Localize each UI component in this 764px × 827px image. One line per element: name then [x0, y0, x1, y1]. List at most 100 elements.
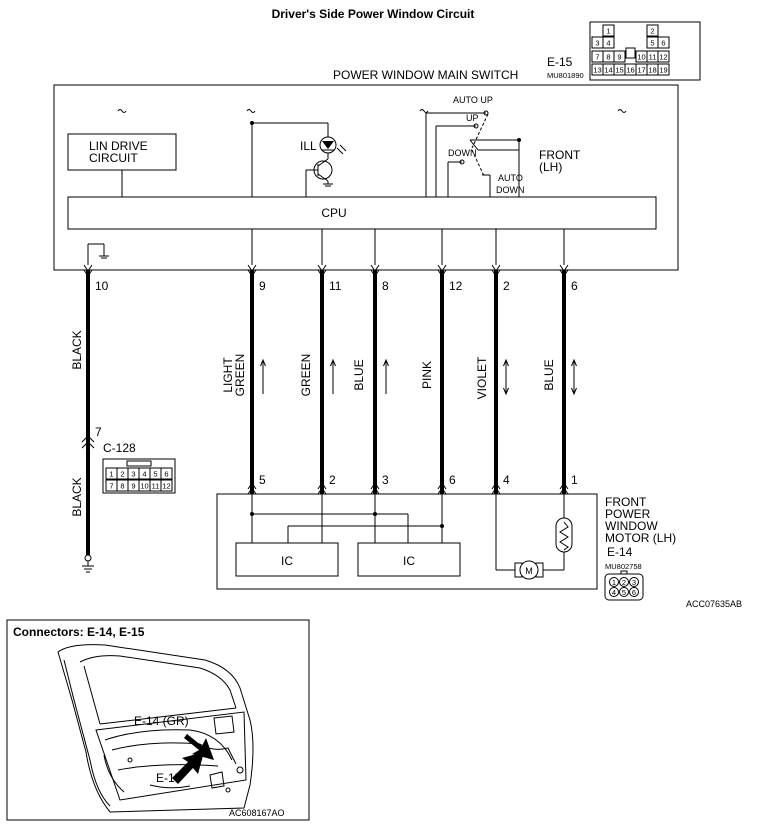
c128-pin-number: 11 — [152, 482, 160, 491]
e15-connector-label: E-15 — [547, 55, 573, 69]
connector-chevron — [437, 269, 447, 277]
connector-chevron — [559, 487, 569, 495]
e15-pin-number: 5 — [650, 39, 654, 48]
motor-label-2: POWER — [605, 507, 651, 521]
inset-e14-label: E-14 (GR) — [134, 714, 189, 728]
illumination-circuit — [250, 121, 347, 197]
arrowhead — [383, 358, 389, 367]
e15-pin-cell — [657, 50, 670, 63]
pin-bottom-3: 3 — [382, 473, 389, 487]
arrowhead — [260, 358, 266, 367]
connector-chevron — [491, 487, 501, 495]
pin-top-12: 12 — [449, 279, 463, 293]
e15-pin-number: 17 — [637, 66, 645, 75]
connector-chevron — [559, 264, 569, 272]
connector-chevron — [317, 269, 327, 277]
e15-pin-number: 14 — [604, 66, 612, 75]
e15-pin-number: 16 — [626, 66, 634, 75]
motor-internal-wiring — [250, 494, 565, 571]
wire-label-blue-8: BLUE — [352, 359, 366, 390]
c128-pin-number: 9 — [131, 482, 135, 491]
e15-part-number: MU801890 — [547, 71, 584, 80]
lin-drive-line2: CIRCUIT — [89, 151, 138, 165]
connector-chevron — [370, 482, 380, 490]
inset-e15-label: E-15 — [156, 771, 182, 785]
wire-label-pink: PINK — [420, 361, 434, 389]
c128-pin-number: 3 — [131, 470, 135, 479]
wire-label-green-2: GREEN — [233, 354, 247, 397]
c128-pin-number: 12 — [162, 482, 170, 491]
connector-chevron — [437, 264, 447, 272]
c128-connector-label: C-128 — [103, 441, 136, 455]
diagram-title: Driver's Side Power Window Circuit — [272, 7, 475, 21]
pin-top-11: 11 — [329, 279, 342, 293]
front-lh-label-1: FRONT — [539, 148, 581, 162]
ground-symbol — [82, 554, 94, 573]
e15-pin-number: 11 — [649, 53, 657, 62]
pin-top-2: 2 — [503, 279, 510, 293]
door-illustration — [57, 644, 254, 813]
pin-top-9: 9 — [259, 279, 266, 293]
connector-chevron — [491, 269, 501, 277]
inset-frame — [6, 619, 310, 821]
inset-code: AC608167AO — [229, 808, 285, 818]
connector-chevron — [370, 269, 380, 277]
ill-label: ILL — [300, 139, 317, 153]
e15-pin-cell — [602, 36, 615, 49]
motor-label-4: MOTOR (LH) — [605, 531, 676, 545]
wire-label-green: GREEN — [299, 354, 313, 397]
motor-label-1: FRONT — [605, 495, 647, 509]
e14-pin-cell — [619, 587, 629, 597]
connector-chevron — [83, 269, 93, 277]
ic-label-2: IC — [403, 554, 415, 568]
down-label: DOWN — [448, 148, 477, 158]
arrowhead — [503, 358, 509, 367]
connector-chevron — [370, 264, 380, 272]
c128-pin-cell — [160, 479, 173, 492]
switch-internal-ground — [88, 243, 109, 259]
e14-pin-cell — [609, 577, 619, 587]
c128-pin-number: 1 — [109, 470, 113, 479]
pin-bottom-4: 4 — [503, 473, 510, 487]
connector-chevron — [83, 264, 93, 272]
auto-up-label: AUTO UP — [453, 95, 493, 105]
pin-top-8: 8 — [382, 279, 389, 293]
cpu-label: CPU — [321, 206, 346, 220]
e15-pin-number: 6 — [661, 39, 665, 48]
e14-pin-number: 4 — [612, 588, 616, 597]
c128-pin-number: 8 — [120, 482, 124, 491]
auto-down-label-1: AUTO — [498, 173, 523, 183]
c128-chevron — [81, 435, 95, 443]
ic-label-1: IC — [281, 554, 293, 568]
wire-label-blue-6: BLUE — [542, 359, 556, 390]
connector-chevron — [370, 487, 380, 495]
motor-m-label: M — [525, 566, 533, 576]
e14-pin-cell — [629, 587, 639, 597]
motor-symbol — [514, 560, 544, 580]
diagram-code: ACC07635AB — [686, 599, 742, 609]
c128-pin-number: 4 — [142, 470, 146, 479]
e14-pin-cell — [609, 587, 619, 597]
e15-pin-number: 18 — [648, 66, 656, 75]
e15-pin-cell — [646, 24, 659, 37]
e15-pin-number: 13 — [593, 66, 601, 75]
pin-bottom-5: 5 — [259, 473, 266, 487]
front-lh-label-2: (LH) — [539, 160, 562, 174]
e14-pin-number: 6 — [632, 588, 636, 597]
connector-chevron — [247, 487, 257, 495]
main-switch-box — [53, 84, 679, 271]
arrowhead — [571, 387, 577, 396]
e14-pin-number: 5 — [622, 588, 626, 597]
connector-chevron — [559, 269, 569, 277]
e15-pin-cell — [613, 50, 626, 63]
c128-pin-cell — [160, 467, 173, 480]
e15-pin-cell — [657, 63, 670, 76]
connector-chevron — [437, 487, 447, 495]
e15-key — [625, 47, 636, 59]
pin-top-10: 10 — [95, 279, 109, 293]
e15-pin-number: 7 — [595, 53, 599, 62]
connector-chevron — [247, 264, 257, 272]
c128-chevron — [81, 441, 95, 449]
